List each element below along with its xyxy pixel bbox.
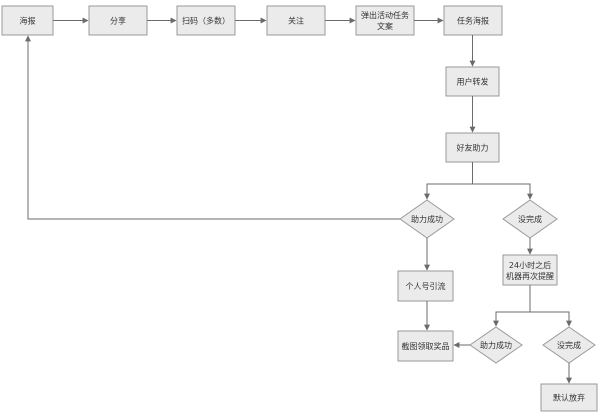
node-popup: 弹出活动任务 文案 (355, 5, 415, 36)
node-user-forward: 用户转发 (445, 66, 500, 97)
decision-not-complete: 没完成 (502, 199, 558, 239)
node-after-24h: 24小时之后 机器再次提醒 (502, 254, 558, 286)
node-screenshot-prize-label: 截图领取奖品 (402, 341, 450, 351)
edge-help-success-loop-poster (25, 35, 400, 220)
node-poster-label: 海报 (20, 16, 36, 26)
node-task-poster-label: 任务海报 (457, 16, 489, 26)
decision-help-success-2-label: 助力成功 (480, 340, 512, 350)
node-share: 分享 (88, 5, 148, 36)
edge-branch-help-success (424, 183, 473, 200)
node-follow-label: 关注 (288, 16, 304, 26)
node-follow: 关注 (266, 5, 326, 36)
node-after-24h-label-line1: 24小时之后 (509, 260, 551, 270)
decision-help-success-2: 助力成功 (469, 326, 523, 364)
node-scan: 扫码（多数） (176, 5, 236, 36)
node-popup-label-line1: 弹出活动任务 (361, 10, 409, 20)
node-personal-account: 个人号引流 (397, 270, 454, 302)
node-screenshot-prize: 截图领取奖品 (397, 330, 454, 362)
decision-help-success-label: 助力成功 (411, 214, 443, 224)
decision-not-complete-2-label: 没完成 (557, 340, 581, 350)
node-default-give-up: 默认放弃 (540, 383, 598, 412)
node-scan-label: 扫码（多数） (182, 16, 230, 26)
node-after-24h-label-line2: 机器再次提醒 (506, 271, 554, 281)
node-poster: 海报 (1, 5, 54, 36)
edge-branch-not-complete-2 (530, 311, 572, 327)
node-personal-account-label: 个人号引流 (406, 281, 446, 291)
node-friend-help-label: 好友助力 (457, 143, 489, 153)
edge-branch-not-complete (472, 183, 533, 200)
node-share-label: 分享 (110, 16, 126, 26)
node-default-give-up-label: 默认放弃 (553, 393, 585, 403)
decision-not-complete-2: 没完成 (542, 326, 596, 364)
node-friend-help: 好友助力 (445, 132, 500, 163)
edge-branch-help-success-2 (493, 311, 530, 327)
node-popup-label-line2: 文案 (377, 21, 393, 31)
node-task-poster: 任务海报 (443, 5, 503, 36)
decision-help-success: 助力成功 (399, 199, 455, 239)
decision-not-complete-label: 没完成 (518, 214, 542, 224)
node-user-forward-label: 用户转发 (457, 77, 489, 87)
